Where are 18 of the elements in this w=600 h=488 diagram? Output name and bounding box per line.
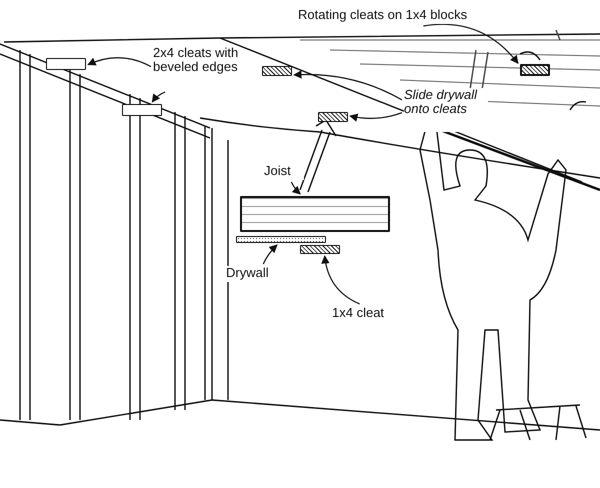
callout-label: Joist	[264, 164, 304, 180]
cleat	[122, 104, 162, 116]
rotating-cleat-block	[520, 64, 550, 76]
cleat	[46, 58, 86, 70]
ceiling-cleat	[262, 66, 292, 76]
leader-line	[290, 182, 301, 195]
ceiling-cleat	[318, 112, 348, 122]
leader-line	[349, 112, 402, 122]
leader-line	[152, 91, 166, 103]
leader-line	[322, 255, 360, 305]
cleat-section	[300, 245, 340, 254]
leader-line	[293, 70, 402, 100]
callout-label: Slide drywall onto cleats	[404, 88, 488, 132]
leader-line	[262, 244, 278, 264]
joist-board	[240, 196, 390, 232]
drywall-strip	[236, 236, 326, 243]
leader-line	[87, 57, 152, 68]
leader-line	[423, 24, 519, 64]
